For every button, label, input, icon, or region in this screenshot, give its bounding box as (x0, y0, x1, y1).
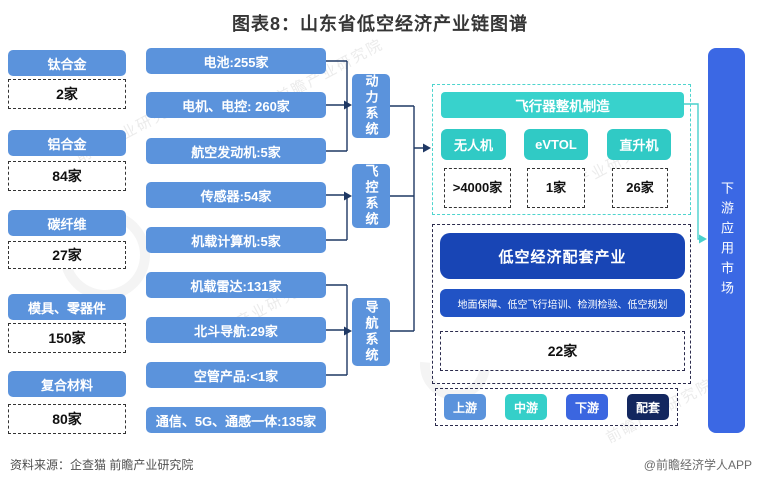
aircraft-node-helicopter: 直升机 (607, 129, 671, 160)
page-title: 图表8：山东省低空经济产业链图谱 (231, 14, 528, 34)
upstream-node: 复合材料 (8, 371, 126, 397)
aircraft-count-drone: >4000家 (444, 168, 511, 208)
upstream-count: 80家 (8, 404, 126, 434)
component-node: 航空发动机:5家 (146, 138, 326, 164)
aircraft-node-drone: 无人机 (441, 129, 506, 160)
upstream-node: 模具、零器件 (8, 294, 126, 320)
upstream-count: 2家 (8, 79, 126, 109)
source-note: 资料来源：企查猫 前瞻产业研究院 (10, 458, 194, 472)
upstream-count: 150家 (8, 323, 126, 353)
aircraft-manufacturing-group: 飞行器整机制造 无人机 eVTOL 直升机 >4000家 1家 26家 (432, 84, 691, 215)
aircraft-count-helicopter: 26家 (612, 168, 668, 208)
component-node: 北斗导航:29家 (146, 317, 326, 343)
component-node: 机载计算机:5家 (146, 227, 326, 253)
legend-item-upstream: 上游 (444, 394, 486, 420)
legend: 上游 中游 下游 配套 (435, 388, 678, 426)
upstream-node: 碳纤维 (8, 210, 126, 236)
legend-item-midstream: 中游 (505, 394, 547, 420)
upstream-node: 铝合金 (8, 130, 126, 156)
upstream-count: 84家 (8, 161, 126, 191)
aircraft-count-evtol: 1家 (527, 168, 585, 208)
component-node: 空管产品:<1家 (146, 362, 326, 388)
supporting-industry-group: 低空经济配套产业 地面保障、低空飞行培训、检测检验、低空规划 22家 (432, 224, 691, 384)
component-node: 传感器:54家 (146, 182, 326, 208)
credit-note: @前瞻经济学人APP (643, 458, 752, 472)
component-node: 电机、电控: 260家 (146, 92, 326, 118)
supporting-group-subtitle: 地面保障、低空飞行培训、检测检验、低空规划 (440, 289, 685, 317)
legend-item-downstream: 下游 (566, 394, 608, 420)
downstream-market-bar: 下游应用市场 (708, 48, 745, 433)
upstream-count: 27家 (8, 241, 126, 269)
component-node: 电池:255家 (146, 48, 326, 74)
legend-item-supporting: 配套 (627, 394, 669, 420)
system-node-power: 动力系统 (352, 74, 390, 138)
supporting-group-count: 22家 (440, 331, 685, 371)
supporting-group-header: 低空经济配套产业 (440, 233, 685, 279)
aircraft-group-header: 飞行器整机制造 (441, 92, 684, 118)
component-node: 通信、5G、通感一体:135家 (146, 407, 326, 433)
upstream-node: 钛合金 (8, 50, 126, 76)
system-node-flight-control: 飞控系统 (352, 164, 390, 228)
aircraft-node-evtol: eVTOL (524, 129, 588, 160)
component-node: 机载雷达:131家 (146, 272, 326, 298)
system-node-navigation: 导航系统 (352, 298, 390, 366)
